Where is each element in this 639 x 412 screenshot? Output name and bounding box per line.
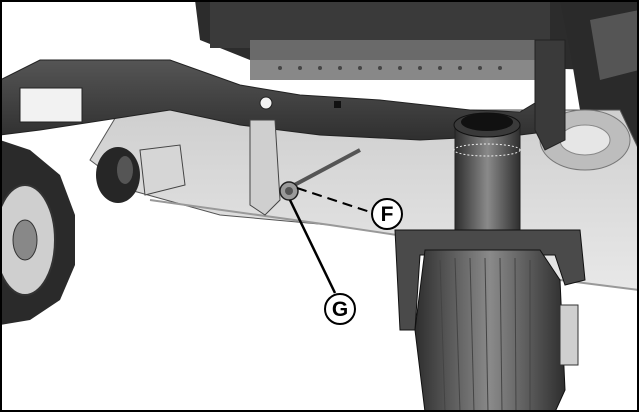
callout-f-label: F bbox=[381, 203, 394, 226]
caster-wheel-assembly bbox=[394, 112, 586, 412]
callout-f: F bbox=[296, 187, 403, 230]
gauge-wheel bbox=[96, 144, 186, 203]
callout-g: G bbox=[288, 199, 356, 325]
left-tire bbox=[0, 140, 75, 325]
hex-nut bbox=[279, 181, 299, 201]
front-frame-beam bbox=[0, 39, 566, 151]
deck-hanger-bracket bbox=[249, 119, 361, 216]
callout-g-label: G bbox=[332, 298, 348, 321]
